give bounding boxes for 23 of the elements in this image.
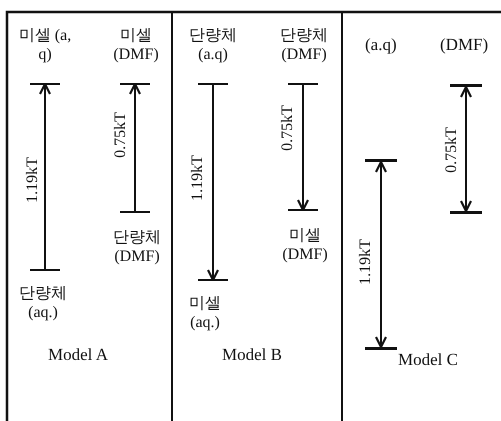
level-label: 미셀 (aq.) bbox=[175, 280, 235, 332]
level-label: 미셀 (a, q) bbox=[15, 24, 75, 84]
arrow bbox=[198, 83, 228, 282]
model-caption: Model A bbox=[48, 345, 108, 365]
level-label: 미셀 (DMF) bbox=[272, 210, 338, 264]
level-label: 단량체 (a.q) bbox=[180, 24, 246, 84]
level-bar bbox=[450, 84, 482, 87]
level-bar bbox=[365, 347, 397, 350]
level-label: 미셀 (DMF) bbox=[103, 24, 169, 84]
level-label: 단량체 (aq.) bbox=[10, 270, 76, 322]
arrow bbox=[120, 82, 150, 213]
model-caption: Model B bbox=[222, 345, 282, 365]
arrow bbox=[288, 83, 318, 212]
level-bar bbox=[450, 211, 482, 214]
level-bar bbox=[365, 159, 397, 162]
arrow bbox=[460, 86, 472, 212]
level-label: 단량체 (DMF) bbox=[103, 212, 171, 266]
arrow bbox=[30, 82, 60, 271]
level-label: (a.q) bbox=[365, 35, 397, 55]
arrow bbox=[374, 160, 388, 348]
level-label: 단량체 (DMF) bbox=[270, 24, 338, 84]
level-label: (DMF) bbox=[440, 35, 488, 55]
model-caption: Model C bbox=[398, 350, 458, 370]
